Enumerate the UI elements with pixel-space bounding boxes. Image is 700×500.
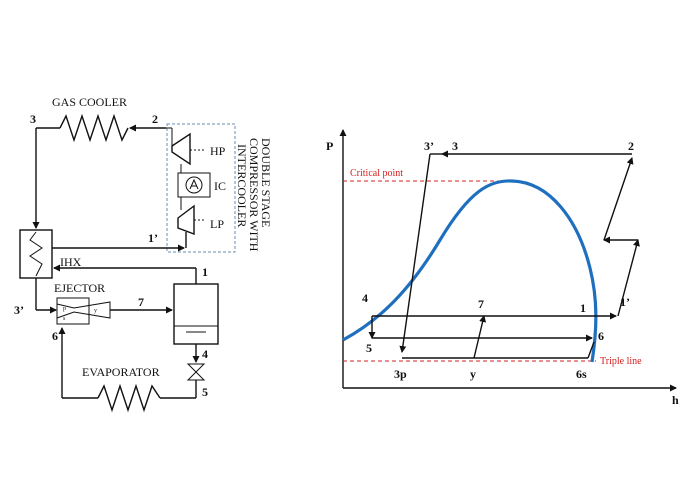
- intercooler-fan-icon: [185, 176, 203, 194]
- hp-label: HP: [210, 144, 226, 158]
- ph-line-y-7: [473, 315, 487, 359]
- ic-label: IC: [214, 179, 226, 193]
- lp-compressor: [177, 204, 195, 236]
- ihx-coil: [29, 231, 43, 277]
- ph-point-3p: 3p: [394, 367, 407, 381]
- gas-cooler-coil: [59, 113, 129, 143]
- circuit-point-1prime: 1’: [148, 231, 158, 245]
- ph-point-3: 3: [452, 139, 458, 153]
- ihx-box: [19, 229, 53, 279]
- circuit-point-6: 6: [52, 329, 58, 343]
- ph-point-y: y: [470, 367, 476, 381]
- cycle-schematic: GAS COOLER HP IC LP DOUBLE STAGE COMPRES…: [14, 95, 273, 413]
- circuit-point-2: 2: [152, 112, 158, 126]
- ejector-y-label: y: [94, 308, 97, 314]
- saturation-dome: [342, 179, 598, 363]
- circuit-point-3: 3: [30, 112, 36, 126]
- circuit-point-7: 7: [138, 295, 144, 309]
- ihx-label: IHX: [60, 255, 82, 269]
- ph-line-lp-compression: [617, 239, 640, 317]
- compressor-box: [166, 123, 236, 253]
- ejector-s-label: s: [63, 316, 66, 322]
- evaporator-label: EVAPORATOR: [82, 365, 160, 379]
- gas-cooler-label: GAS COOLER: [52, 95, 127, 109]
- compressor-caption: DOUBLE STAGE COMPRESSOR WITH INTERCOOLER: [235, 138, 273, 252]
- circuit-point-3prime: 3’: [14, 303, 24, 317]
- compressor-caption-line-1: DOUBLE STAGE: [259, 138, 273, 227]
- ejector-p-label: p: [63, 306, 66, 312]
- ph-point-4: 4: [362, 291, 368, 305]
- ejector-label: EJECTOR: [54, 281, 105, 295]
- ph-diagram: P h Critical point Triple line: [326, 129, 679, 407]
- compressor-caption-line-3: INTERCOOLER: [235, 144, 249, 227]
- separator-vessel: [173, 283, 219, 345]
- ph-y-axis-label: P: [326, 139, 333, 153]
- ph-point-6: 6: [598, 329, 604, 343]
- ejector-body: [56, 301, 111, 319]
- lp-label: LP: [210, 217, 224, 231]
- triple-line-label: Triple line: [600, 356, 642, 367]
- ph-x-axis-label: h: [672, 393, 679, 407]
- intercooler-fan-blades: [189, 178, 199, 190]
- compressor-caption-line-2: COMPRESSOR WITH: [247, 138, 261, 252]
- ph-point-1prime: 1’: [620, 295, 630, 309]
- critical-point-label: Critical point: [350, 168, 403, 179]
- ph-point-2: 2: [628, 139, 634, 153]
- circuit-point-1: 1: [202, 265, 208, 279]
- ph-point-3prime: 3’: [424, 139, 434, 153]
- ph-line-hp-compression: [603, 157, 634, 241]
- ph-point-5: 5: [366, 341, 372, 355]
- intercooler-box: [177, 172, 211, 198]
- ph-line-3prime-3p: [399, 153, 431, 353]
- ejector-box: [56, 297, 90, 325]
- circuit-point-4: 4: [202, 347, 208, 361]
- ph-line-6s-6: [587, 341, 595, 359]
- hp-compressor: [171, 132, 191, 166]
- ph-point-6s: 6s: [576, 367, 587, 381]
- circuit-point-5: 5: [202, 385, 208, 399]
- ph-point-7: 7: [478, 297, 484, 311]
- expansion-valve-icon: [186, 363, 206, 381]
- evaporator-coil: [97, 383, 161, 413]
- ph-point-1: 1: [580, 301, 586, 315]
